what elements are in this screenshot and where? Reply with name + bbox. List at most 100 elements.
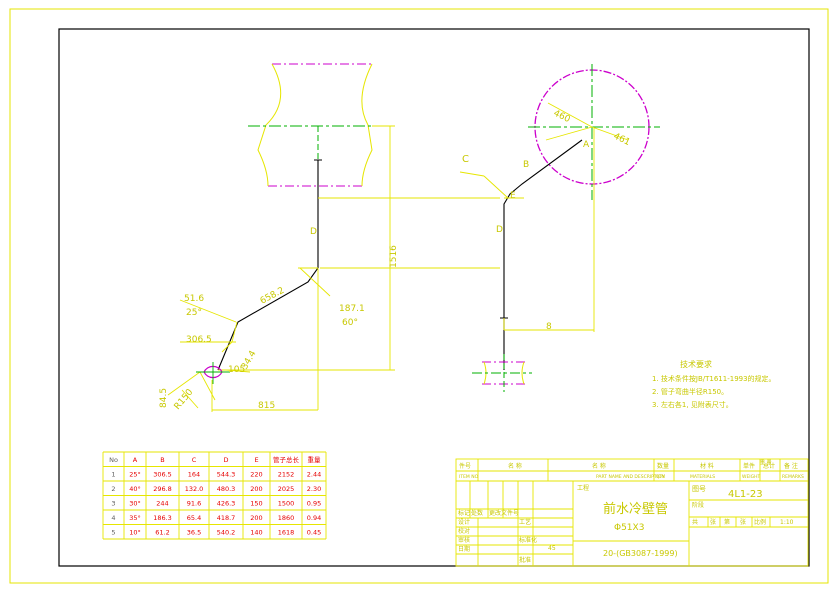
table-cell: 61.2	[155, 529, 169, 537]
table-cell: 132.0	[185, 485, 204, 493]
letter-d: D	[496, 225, 503, 235]
table-cell: 0.94	[307, 514, 321, 522]
tb-en-1: PART NAME AND DESCRIPTION	[596, 474, 665, 480]
table-cell: 65.4	[187, 514, 201, 522]
tb-en-3: MATERIALS	[690, 474, 715, 480]
tb-role-r0: 工艺	[519, 518, 531, 526]
table-cell: 150	[250, 500, 262, 508]
dim-r150: R150	[173, 387, 196, 412]
table-cell: 5	[111, 529, 115, 537]
notes-title: 技术要求	[680, 359, 712, 369]
table-header-cell: D	[223, 456, 228, 464]
table-cell: 0.45	[307, 529, 321, 537]
tb-rev-3: 更改文件号	[489, 509, 519, 517]
header-drum-view	[248, 63, 393, 200]
left-tube-path	[217, 159, 322, 371]
tb-hdr-3: 数量	[657, 462, 669, 470]
dim-105: 105	[228, 365, 245, 375]
tb-scale-label: 比例	[754, 518, 766, 526]
table-header-cell: 管子总长	[273, 455, 300, 464]
tb-role-6: 日期	[458, 545, 470, 553]
right-tube-path	[500, 139, 583, 370]
bottom-flange-view	[472, 354, 532, 392]
dimension-labels: 51.6 25° 306.5 658.2 187.1 60° 1516 815 …	[159, 109, 632, 412]
dim-187-1: 187.1	[339, 304, 365, 314]
inner-drawing-frame	[58, 28, 810, 567]
tb-part-spec: Φ51X3	[614, 523, 644, 533]
table-cell: 418.7	[217, 514, 236, 522]
tb-rev-1: 处数	[471, 509, 483, 517]
table-cell: 200	[250, 485, 262, 493]
table-cell: 35°	[129, 514, 141, 522]
tb-role-1: 校对	[458, 527, 470, 535]
tb-project: 工程	[577, 484, 589, 492]
table-cell: 1	[111, 471, 115, 479]
table-cell: 2.44	[307, 471, 321, 479]
table-cell: 480.3	[217, 485, 236, 493]
table-cell: 91.6	[187, 500, 201, 508]
table-cell: 1500	[278, 500, 295, 508]
letter-b: B	[523, 160, 529, 170]
tb-hdr-4: 材 料	[700, 462, 714, 470]
dim-658-2: 658.2	[259, 286, 286, 307]
tb-en-4: WEIGHT	[742, 474, 760, 480]
title-block: 件号 名 称 名 称 数量 材 料 单件 总计 备 注 ITEM NO PART…	[455, 458, 809, 567]
table-cell: 30°	[129, 500, 141, 508]
dim-460: 460	[552, 109, 572, 125]
table-cell: 244	[156, 500, 168, 508]
left-dimension-lines	[167, 125, 500, 412]
tb-en-2: QTY	[656, 474, 665, 480]
note-3: 3. 左右各1, 见附表尺寸。	[652, 400, 733, 409]
right-dimension-lines	[459, 127, 595, 332]
dim-8: 8	[546, 322, 552, 332]
note-1: 1. 技术条件按JB/T1611-1993的规定。	[652, 374, 776, 383]
table-cell: 2152	[278, 471, 295, 479]
dim-84-5: 84.5	[159, 388, 169, 408]
dim-1516: 1516	[389, 245, 399, 268]
tb-count: 45	[548, 545, 556, 552]
table-cell: 4	[111, 514, 115, 522]
tb-sheet-2: 张	[710, 518, 716, 526]
table-header-cell: A	[133, 456, 138, 464]
dim-815: 815	[258, 401, 275, 411]
tb-role-r1: 标准化	[519, 536, 537, 544]
table-cell: 2025	[278, 485, 295, 493]
tb-hdr-5: 单件	[743, 462, 755, 470]
table-cell: 25°	[129, 471, 141, 479]
tb-rev-0: 标记	[458, 509, 470, 517]
tb-stage-label: 阶段	[692, 501, 704, 509]
table-header-cell: E	[254, 456, 258, 464]
letter-a: A	[583, 140, 590, 150]
table-cell: 220	[250, 471, 262, 479]
tb-weight-label: 重 量	[760, 459, 772, 466]
tb-role-0: 设计	[458, 518, 470, 526]
tb-drawing-no: 4L1-23	[728, 489, 763, 500]
table-cell: 40°	[129, 485, 141, 493]
dim-306-5: 306.5	[186, 335, 212, 345]
tb-sheet-1: 共	[692, 518, 698, 526]
table-cell: 10°	[129, 529, 141, 537]
tb-en-6: REMARKS	[782, 474, 804, 480]
tb-hdr-7: 备 注	[784, 462, 798, 470]
letter-c: C	[462, 154, 469, 165]
tb-part-std: 20-(GB3087-1999)	[603, 549, 678, 558]
tb-sheet-3: 第	[724, 518, 730, 526]
table-cell: 164	[188, 471, 200, 479]
tb-role-r2: 批准	[519, 556, 531, 564]
dim-51-6: 51.6	[184, 294, 204, 304]
tb-scale-value: 1:10	[780, 519, 794, 526]
table-header-cell: No	[109, 456, 118, 464]
table-cell: 36.5	[187, 529, 201, 537]
table-cell: 544.3	[217, 471, 236, 479]
table-cell: 200	[250, 514, 262, 522]
tb-part-title: 前水冷壁管	[603, 501, 668, 517]
note-2: 2. 管子弯曲半径R150。	[652, 387, 728, 396]
table-cell: 0.95	[307, 500, 321, 508]
tb-hdr-1: 名 称	[508, 462, 522, 470]
table-cell: 306.5	[153, 471, 172, 479]
dim-angle-60: 60°	[342, 318, 358, 328]
tb-sheet-4: 张	[740, 518, 746, 526]
dim-angle-25: 25°	[186, 308, 202, 318]
